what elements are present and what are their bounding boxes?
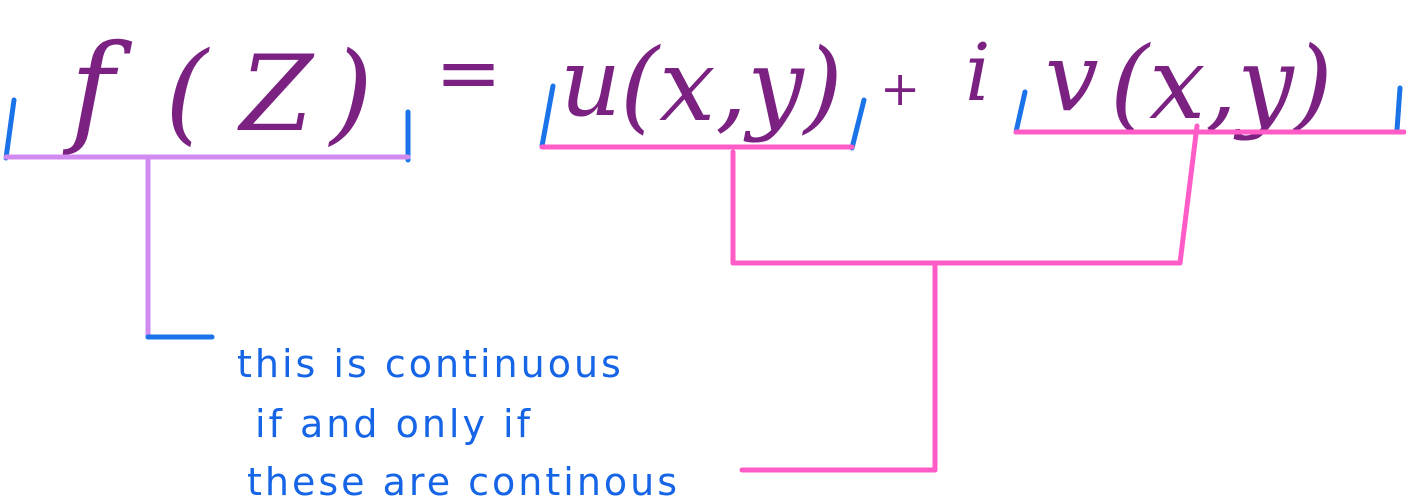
note-line-1: this is continuous: [237, 342, 624, 386]
fz-connector: [145, 157, 212, 340]
equation-z: Z: [237, 33, 315, 155]
equation-v: v: [1045, 23, 1099, 133]
u-right-tick: [849, 97, 867, 151]
note-line-3: these are continous: [247, 460, 680, 500]
equation-u-args: (x,y): [620, 27, 843, 144]
fz-bracket: [3, 97, 411, 340]
equation-u: u: [560, 28, 621, 138]
equation: f ( Z ) = u (x,y) + i v (x,y): [62, 20, 1333, 159]
plus-sign: +: [880, 61, 920, 117]
equation-f: f: [62, 20, 133, 159]
u-bracket: [539, 83, 867, 266]
uv-connector: [730, 260, 1183, 473]
annotation-note: this is continuous if and only if these …: [237, 342, 680, 500]
v-bracket: [1013, 85, 1406, 266]
v-drop-line: [1177, 123, 1200, 266]
equation-i: i: [965, 26, 991, 119]
equation-rparen: ): [328, 28, 373, 156]
v-left-tick: [1013, 89, 1028, 135]
u-left-tick: [539, 83, 556, 149]
equation-v-args: (x,y): [1110, 25, 1333, 142]
equation-lparen: (: [165, 28, 210, 156]
fz-left-tick: [3, 97, 17, 161]
equals-sign: =: [435, 26, 502, 119]
v-right-tick: [1394, 85, 1403, 133]
note-line-2: if and only if: [255, 402, 533, 446]
